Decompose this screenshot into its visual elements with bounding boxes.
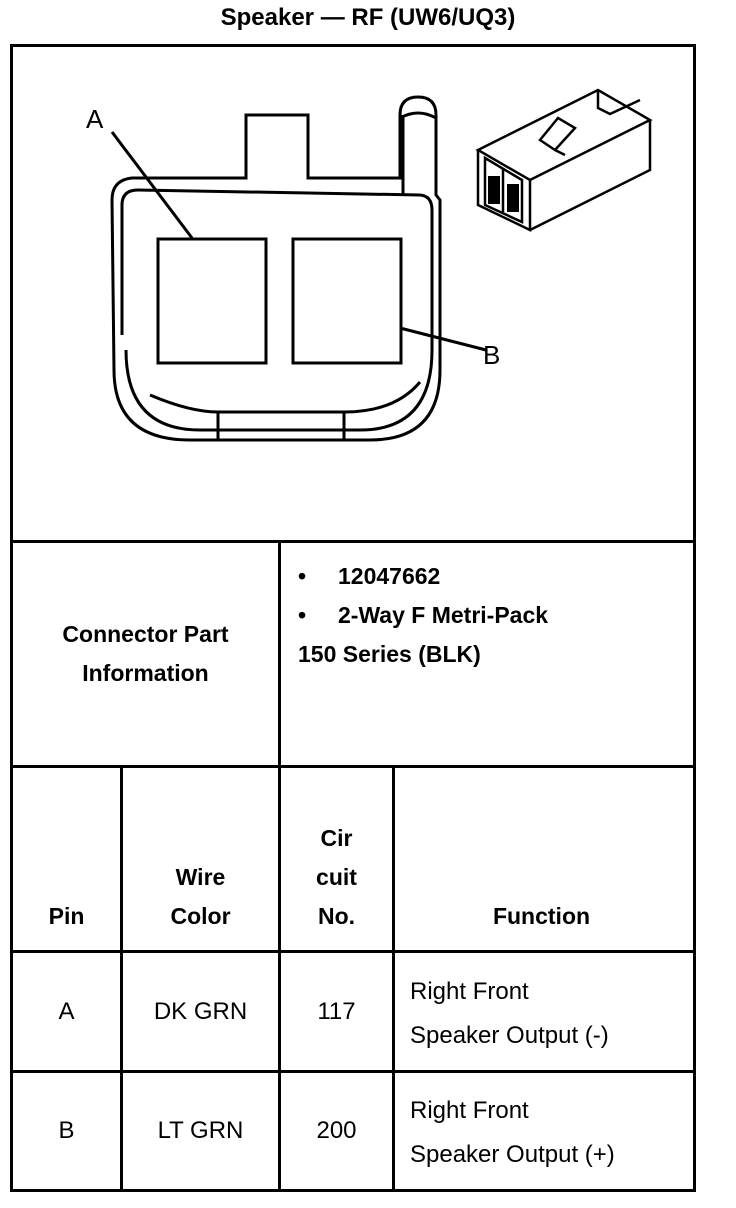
divider-diagram [10, 540, 696, 543]
connector-info-details: • 12047662 • 2-Way F Metri-Pack 150 Series… [298, 557, 688, 757]
row-a-pin: A [58, 997, 75, 1025]
row-a-function-line2: Speaker Output (-) [410, 1022, 609, 1049]
header-function-label: Function [492, 903, 591, 929]
callout-b: B [483, 340, 500, 370]
header-wire-color-line1: Wire [175, 864, 226, 890]
callout-a: A [86, 104, 104, 134]
connector-type-item: • 2-Way F Metri-Pack [298, 596, 548, 635]
divider-col-2 [278, 765, 281, 1192]
row-b-function: Right Front Speaker Output (+) [410, 1089, 690, 1189]
row-b-function-line2: Speaker Output (+) [410, 1141, 615, 1168]
connector-table-frame [10, 44, 696, 1192]
connector-info-label-line1: Connector Part [62, 621, 229, 647]
row-a-circuit: 117 [317, 997, 356, 1025]
divider-info-col [278, 540, 281, 768]
row-a-function: Right Front Speaker Output (-) [410, 970, 690, 1070]
header-function: Function [395, 768, 688, 950]
divider-header [10, 950, 696, 953]
row-b-function-line1: Right Front [410, 1097, 529, 1124]
divider-col-1 [120, 765, 123, 1192]
page-title: Speaker — RF (UW6/UQ3) [220, 4, 516, 31]
header-circuit-line3: No. [317, 903, 356, 929]
connector-info-label-line2: Information [82, 660, 209, 686]
row-b-circuit: 200 [316, 1117, 357, 1144]
header-pin-label: Pin [48, 903, 85, 929]
row-b-wire-color: LT GRN [157, 1117, 244, 1144]
row-a-wire-color: DK GRN [153, 997, 248, 1025]
header-pin: Pin [13, 768, 120, 950]
connector-series: 150 Series (BLK) [298, 641, 481, 667]
row-a-function-line1: Right Front [410, 978, 529, 1005]
part-number-item: • 12047662 [298, 557, 548, 596]
divider-col-3 [392, 765, 395, 1192]
divider-row-a [10, 1070, 696, 1073]
divider-info [10, 765, 696, 768]
header-wire-color-line2: Color [170, 903, 231, 929]
header-circuit-line1: Cir [320, 825, 353, 851]
row-b-pin: B [58, 1117, 75, 1144]
connector-info-label: Connector Part Information [13, 543, 278, 765]
header-wire-color: Wire Color [123, 768, 278, 950]
connector-type: 2-Way F Metri-Pack [338, 602, 549, 628]
header-circuit-line2: cuit [316, 864, 357, 890]
bullet-icon: • [298, 602, 307, 628]
connector-3d-icon [475, 88, 653, 232]
bullet-icon: • [298, 563, 307, 589]
part-number: 12047662 [338, 563, 441, 589]
connector-diagram: A B [86, 88, 653, 442]
header-circuit: Cir cuit No. [281, 768, 392, 950]
